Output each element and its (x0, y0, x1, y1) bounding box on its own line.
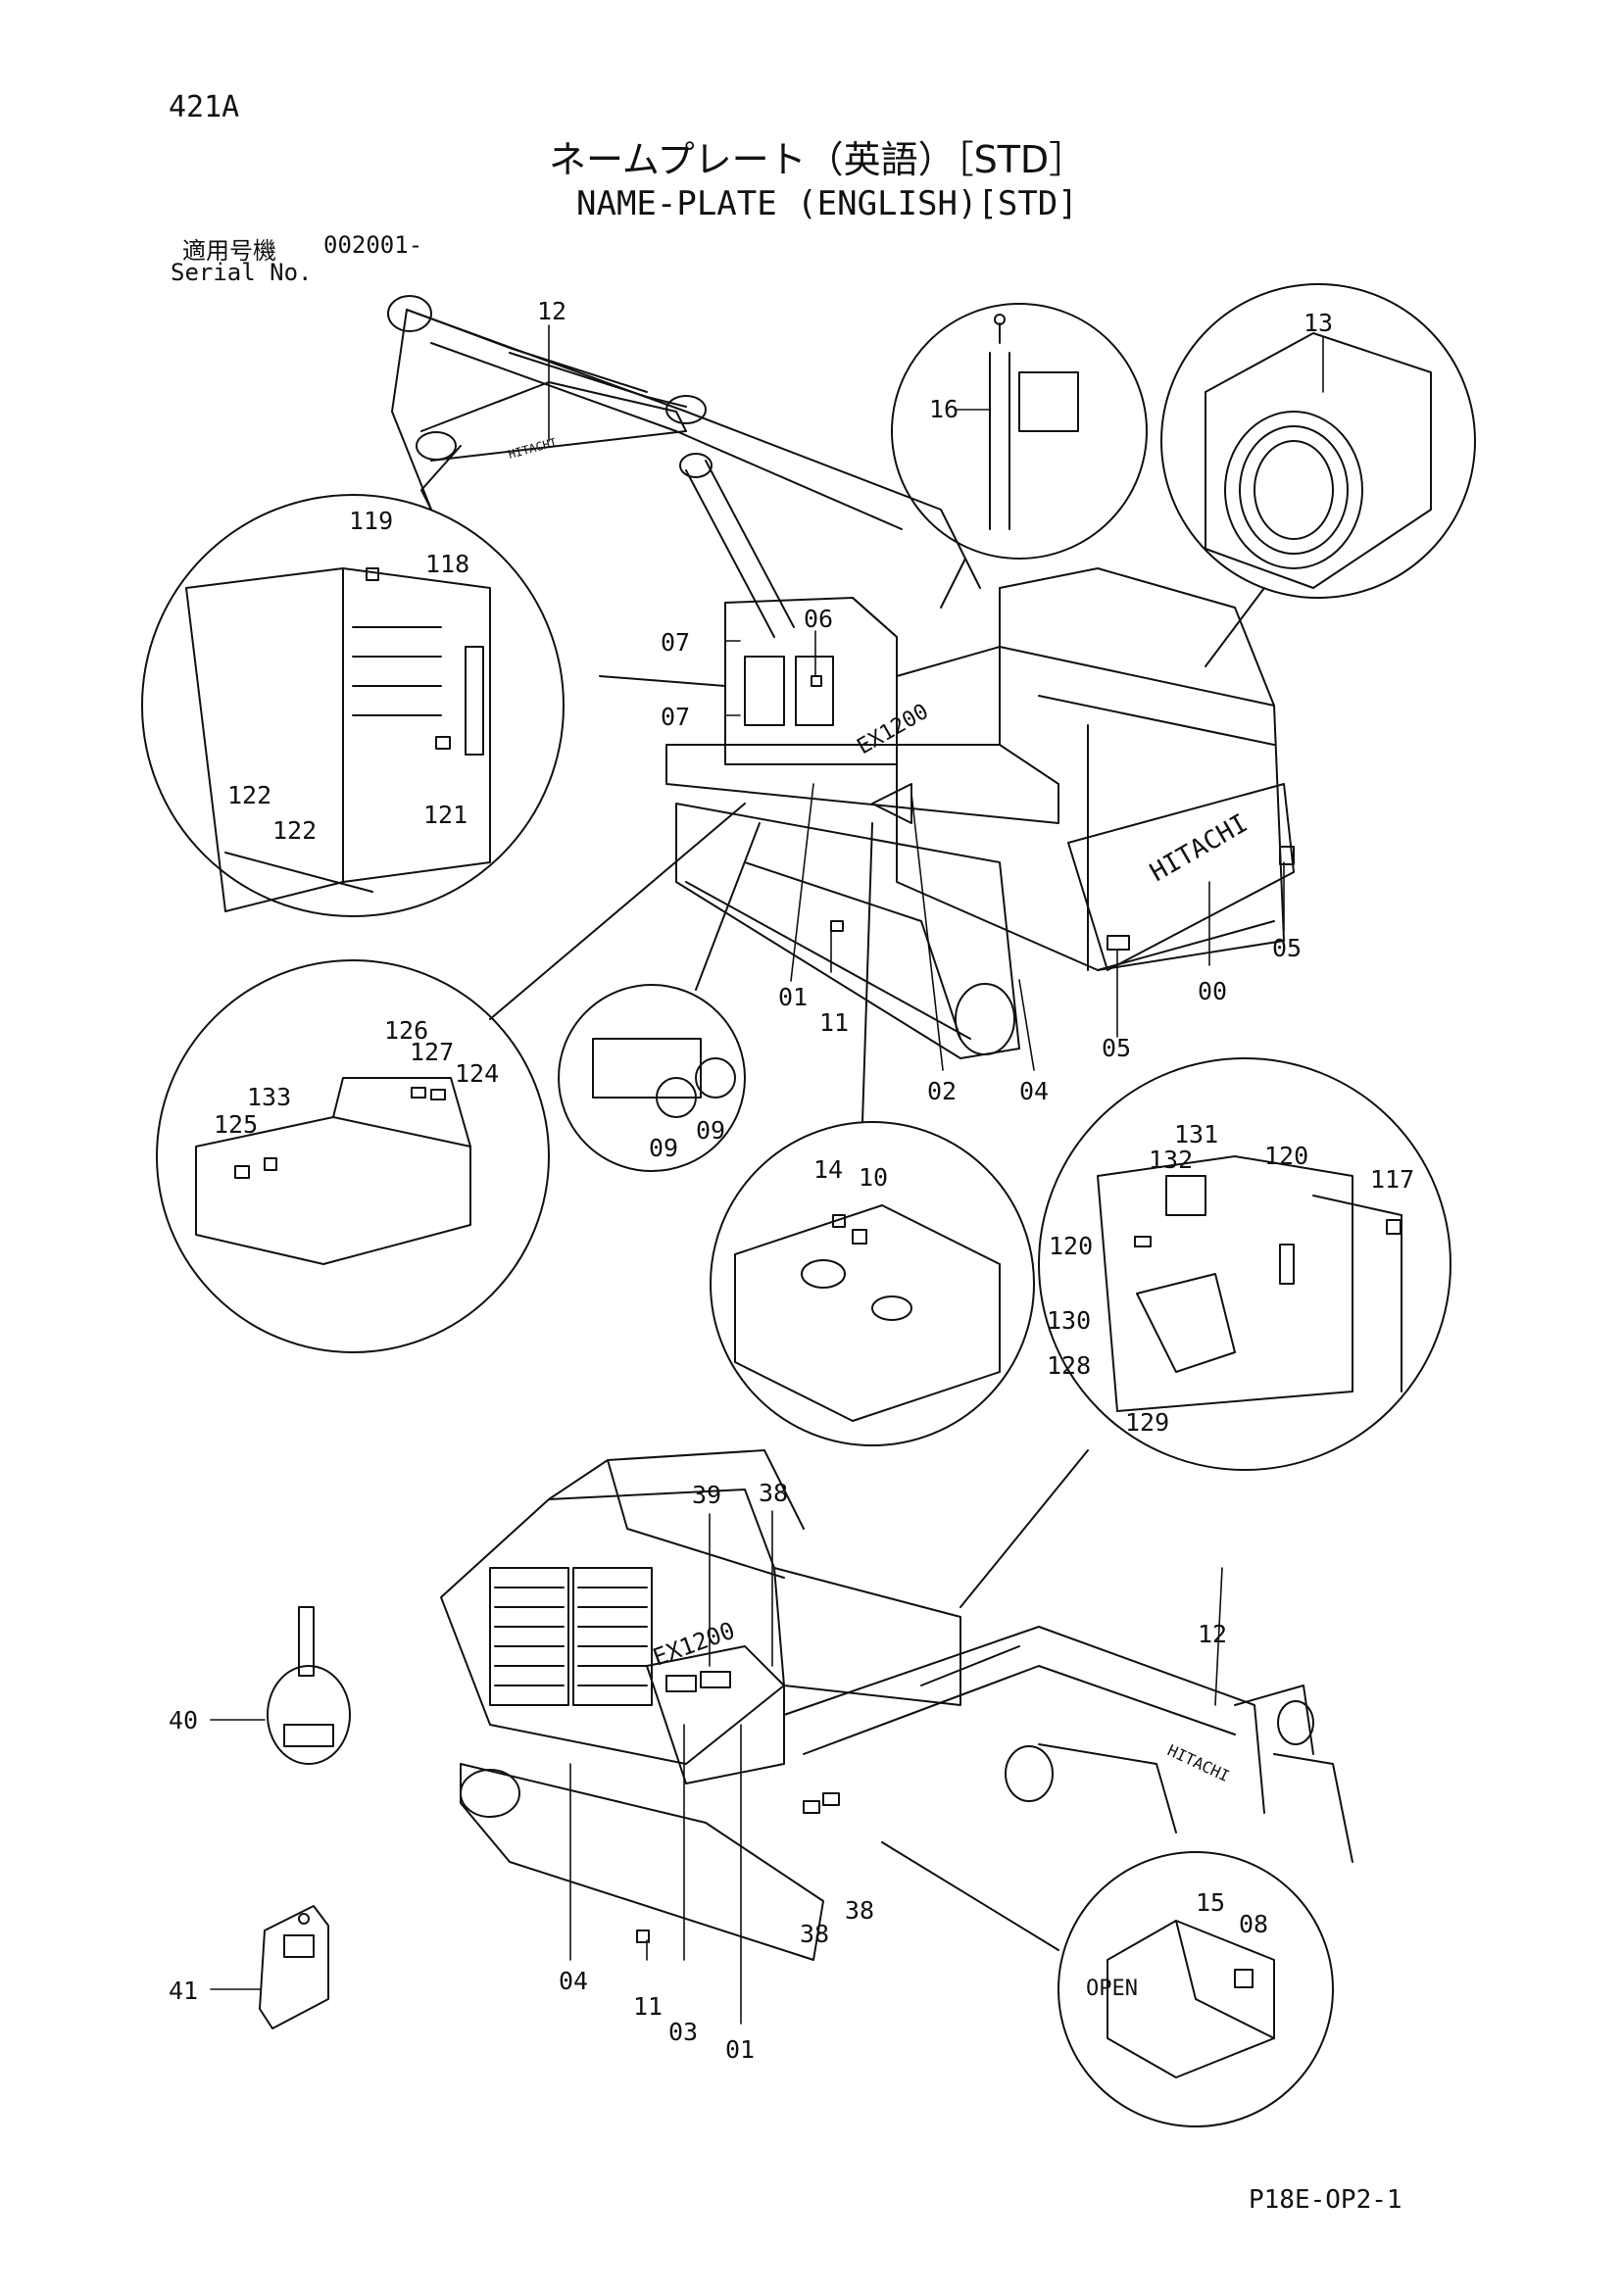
callout-10: 10 (859, 1163, 888, 1192)
callout-09-right: 09 (696, 1116, 725, 1145)
excavator-rear-view (440, 1449, 1353, 1961)
detail-circle-cab-interior (959, 1057, 1451, 1608)
callout-128: 128 (1047, 1351, 1091, 1380)
callout-38-right: 38 (845, 1896, 874, 1925)
title-english: NAME-PLATE (ENGLISH)[STD] (576, 184, 1078, 223)
key-tag-icon (267, 1606, 351, 1765)
callout-39: 39 (692, 1481, 721, 1509)
callout-09-left: 09 (649, 1134, 678, 1162)
callout-14: 14 (813, 1155, 843, 1184)
serial-label-japanese: 適用号機 (182, 237, 276, 265)
callout-122-a: 122 (227, 781, 271, 809)
callout-05-right: 05 (1272, 934, 1302, 962)
callout-16: 16 (929, 395, 959, 423)
detail-circle-access-panel (881, 1841, 1334, 2127)
detail-circle-filter (558, 822, 761, 1172)
callout-129: 129 (1125, 1408, 1169, 1437)
leader-lines (210, 324, 1324, 2025)
callout-06: 06 (804, 605, 833, 633)
callout-131: 131 (1174, 1120, 1218, 1148)
callout-12-bottom: 12 (1198, 1620, 1227, 1648)
callout-122-b: 122 (272, 816, 317, 845)
callout-118: 118 (425, 550, 469, 578)
callout-40: 40 (169, 1706, 198, 1734)
callout-01-top: 01 (778, 983, 808, 1011)
drawing-code: P18E-OP2-1 (1249, 2185, 1402, 2215)
page-number: 421A (169, 90, 240, 124)
serial-number-value: 002001- (323, 231, 423, 259)
callout-15: 15 (1196, 1888, 1225, 1917)
excavator-front-view (387, 295, 1295, 1059)
callout-117: 117 (1370, 1165, 1414, 1194)
callout-124: 124 (455, 1059, 499, 1088)
callout-41: 41 (169, 1977, 198, 2005)
detail-circle-cab-door (141, 494, 726, 917)
hitachi-logo-boom: HITACHI (507, 435, 558, 462)
callout-07-upper: 07 (661, 628, 690, 657)
callout-121: 121 (423, 801, 467, 829)
callout-02: 02 (927, 1077, 957, 1105)
callout-04-bottom: 04 (559, 1967, 588, 1995)
tag-icon (259, 1905, 329, 2029)
title-japanese: ネームプレート（英語）［STD］ (549, 138, 1087, 181)
callout-11-top: 11 (819, 1008, 849, 1037)
callout-13: 13 (1303, 309, 1333, 337)
callout-04-top: 04 (1019, 1077, 1049, 1105)
callout-12-top: 12 (537, 297, 566, 325)
callout-03: 03 (668, 2018, 698, 2046)
detail-circle-hydraulic (891, 303, 1148, 609)
callout-08: 08 (1239, 1910, 1268, 1938)
callout-11-bottom: 11 (633, 1992, 663, 2021)
serial-label-english: Serial No. (171, 259, 313, 286)
callout-120-left: 120 (1049, 1232, 1093, 1260)
detail-circle-hydraulic-tank (710, 822, 1035, 1446)
detail-circle-radiator (1160, 283, 1476, 667)
detail-circle-seat (156, 803, 746, 1353)
hitachi-logo-front: HITACHI (1146, 808, 1254, 888)
callout-132: 132 (1149, 1146, 1193, 1174)
callout-126: 126 (384, 1016, 428, 1045)
callout-05-lower: 05 (1102, 1034, 1131, 1062)
callout-38-left: 38 (800, 1920, 829, 1948)
model-logo-rear: EX1200 (649, 1617, 738, 1672)
hitachi-logo-rear: HITACHI (1164, 1740, 1232, 1785)
open-label: OPEN (1086, 1977, 1138, 2001)
model-logo-front: EX1200 (854, 700, 933, 759)
callout-125: 125 (214, 1110, 258, 1139)
callout-127: 127 (410, 1038, 454, 1066)
callout-38-top: 38 (759, 1479, 788, 1507)
callout-130: 130 (1047, 1306, 1091, 1335)
callout-01-bottom: 01 (725, 2035, 755, 2064)
callout-00: 00 (1198, 977, 1227, 1005)
callout-133: 133 (247, 1083, 291, 1111)
callout-119: 119 (349, 507, 393, 535)
callout-120-right: 120 (1264, 1142, 1308, 1170)
callout-07-lower: 07 (661, 703, 690, 731)
